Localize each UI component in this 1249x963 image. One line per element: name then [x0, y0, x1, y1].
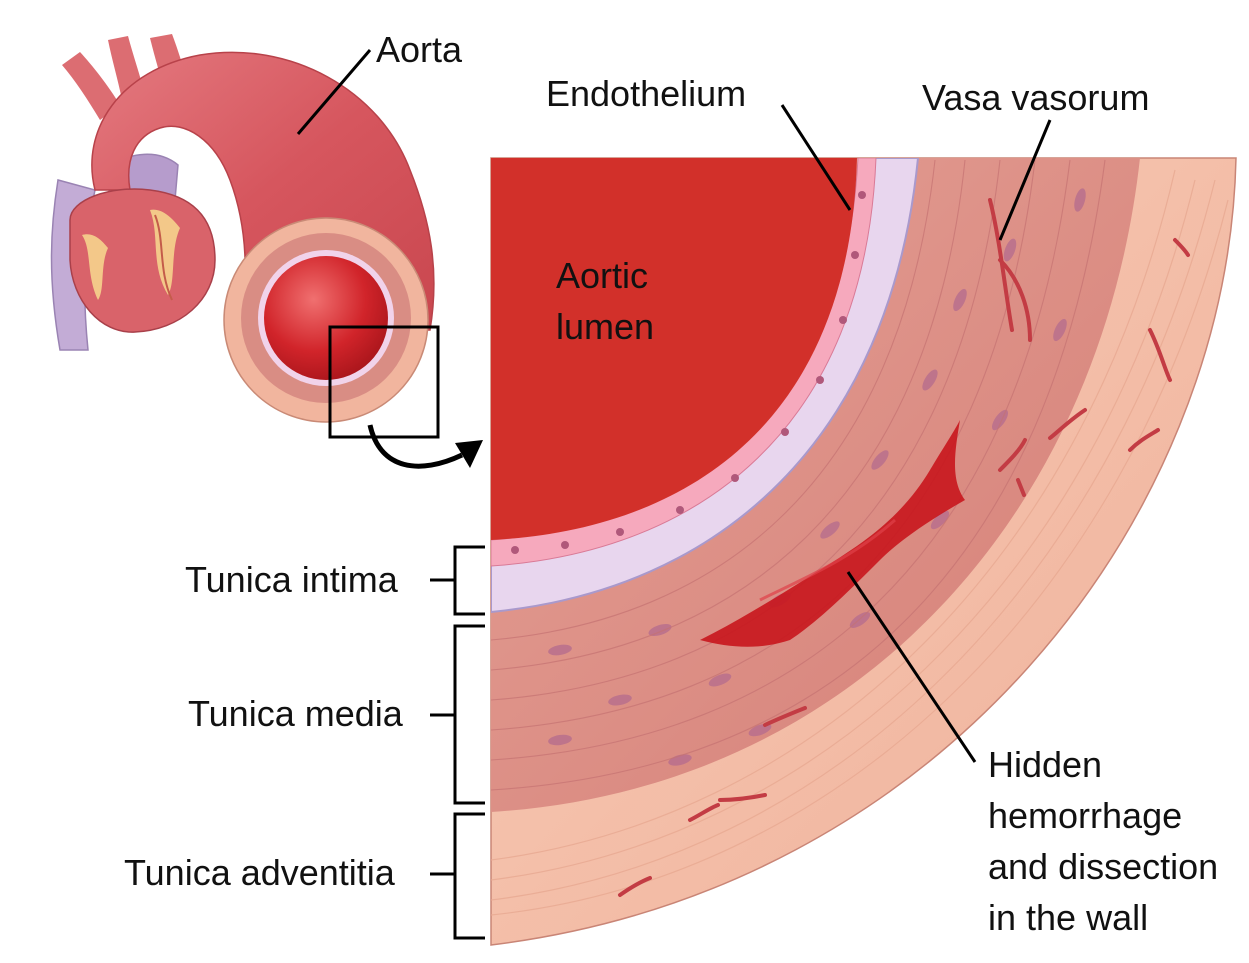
aorta-label: Aorta: [376, 30, 462, 70]
hemorrhage-label-line2: hemorrhage: [988, 796, 1182, 836]
endothelium-label: Endothelium: [546, 74, 746, 114]
aorta-cross-section-lumen: [264, 256, 388, 380]
hemorrhage-label-line4: in the wall: [988, 898, 1148, 938]
heart-aorta-overview: [52, 34, 484, 468]
aortic-lumen-label-line1: Aortic: [556, 256, 648, 296]
adventitia-bracket: [430, 814, 485, 938]
tunica-intima-label: Tunica intima: [185, 560, 398, 600]
aortic-lumen-label-line2: lumen: [556, 307, 654, 347]
media-bracket: [430, 626, 485, 803]
intima-bracket: [430, 547, 485, 614]
tunica-adventitia-label: Tunica adventitia: [124, 853, 395, 893]
zoom-arrow: [370, 425, 462, 466]
vasa-vasorum-label: Vasa vasorum: [922, 78, 1149, 118]
hemorrhage-label-line1: Hidden: [988, 745, 1102, 785]
hemorrhage-label-line3: and dissection: [988, 847, 1218, 887]
tunica-media-label: Tunica media: [188, 694, 403, 734]
